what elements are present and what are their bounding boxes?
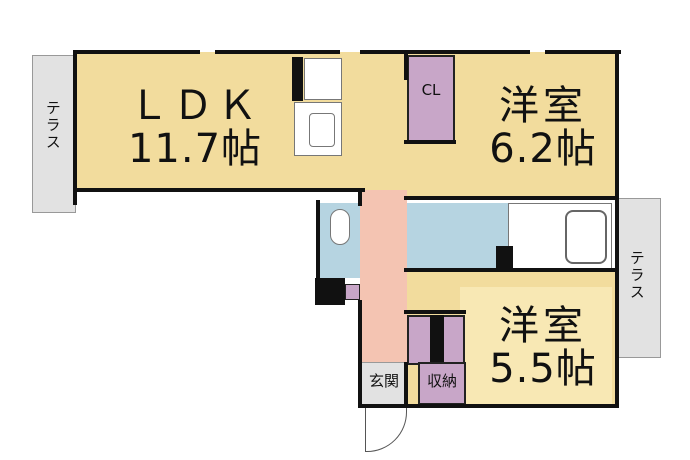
wall [404,362,408,404]
storage [418,362,466,405]
western1-name: 洋室 [499,83,587,129]
wall [404,268,617,272]
stove-icon [304,58,342,100]
washroom [407,203,508,270]
wall [404,50,408,80]
wall [215,50,340,54]
wall-block [315,278,345,305]
wall [404,196,617,200]
wall [545,50,621,54]
watermark-area [460,287,612,405]
storage-label: 収納 [426,372,457,390]
sink-icon [294,102,342,156]
wall [73,50,77,205]
wall [358,404,619,408]
small-storage [345,284,360,300]
pillar [430,315,444,365]
wall [73,188,365,192]
wall [75,50,200,54]
western1-size: 6.2帖 [489,126,597,172]
entrance-door [365,405,407,452]
wall [404,140,456,144]
kitchen-wall [292,57,303,101]
terrace-right-label: テラス [627,250,646,301]
wall-block [496,246,513,270]
ldk-room [75,52,407,190]
wall [358,300,362,408]
closet-cl [407,55,455,143]
wall [358,190,362,206]
western2-size: 5.5帖 [489,346,597,392]
wall [316,200,320,304]
western2-name: 洋室 [499,303,587,349]
terrace-left-label: テラス [43,100,62,151]
terrace-left [32,55,76,213]
closet-label: CL [421,81,441,99]
ldk-name: ＬＤＫ [129,83,261,129]
wall [360,50,530,54]
bathroom [508,203,612,270]
wall [615,50,619,408]
toilet [320,203,360,278]
wall [404,310,466,314]
ldk-size: 11.7帖 [127,126,263,172]
entrance-label: 玄関 [368,372,399,390]
hallway [360,190,407,362]
